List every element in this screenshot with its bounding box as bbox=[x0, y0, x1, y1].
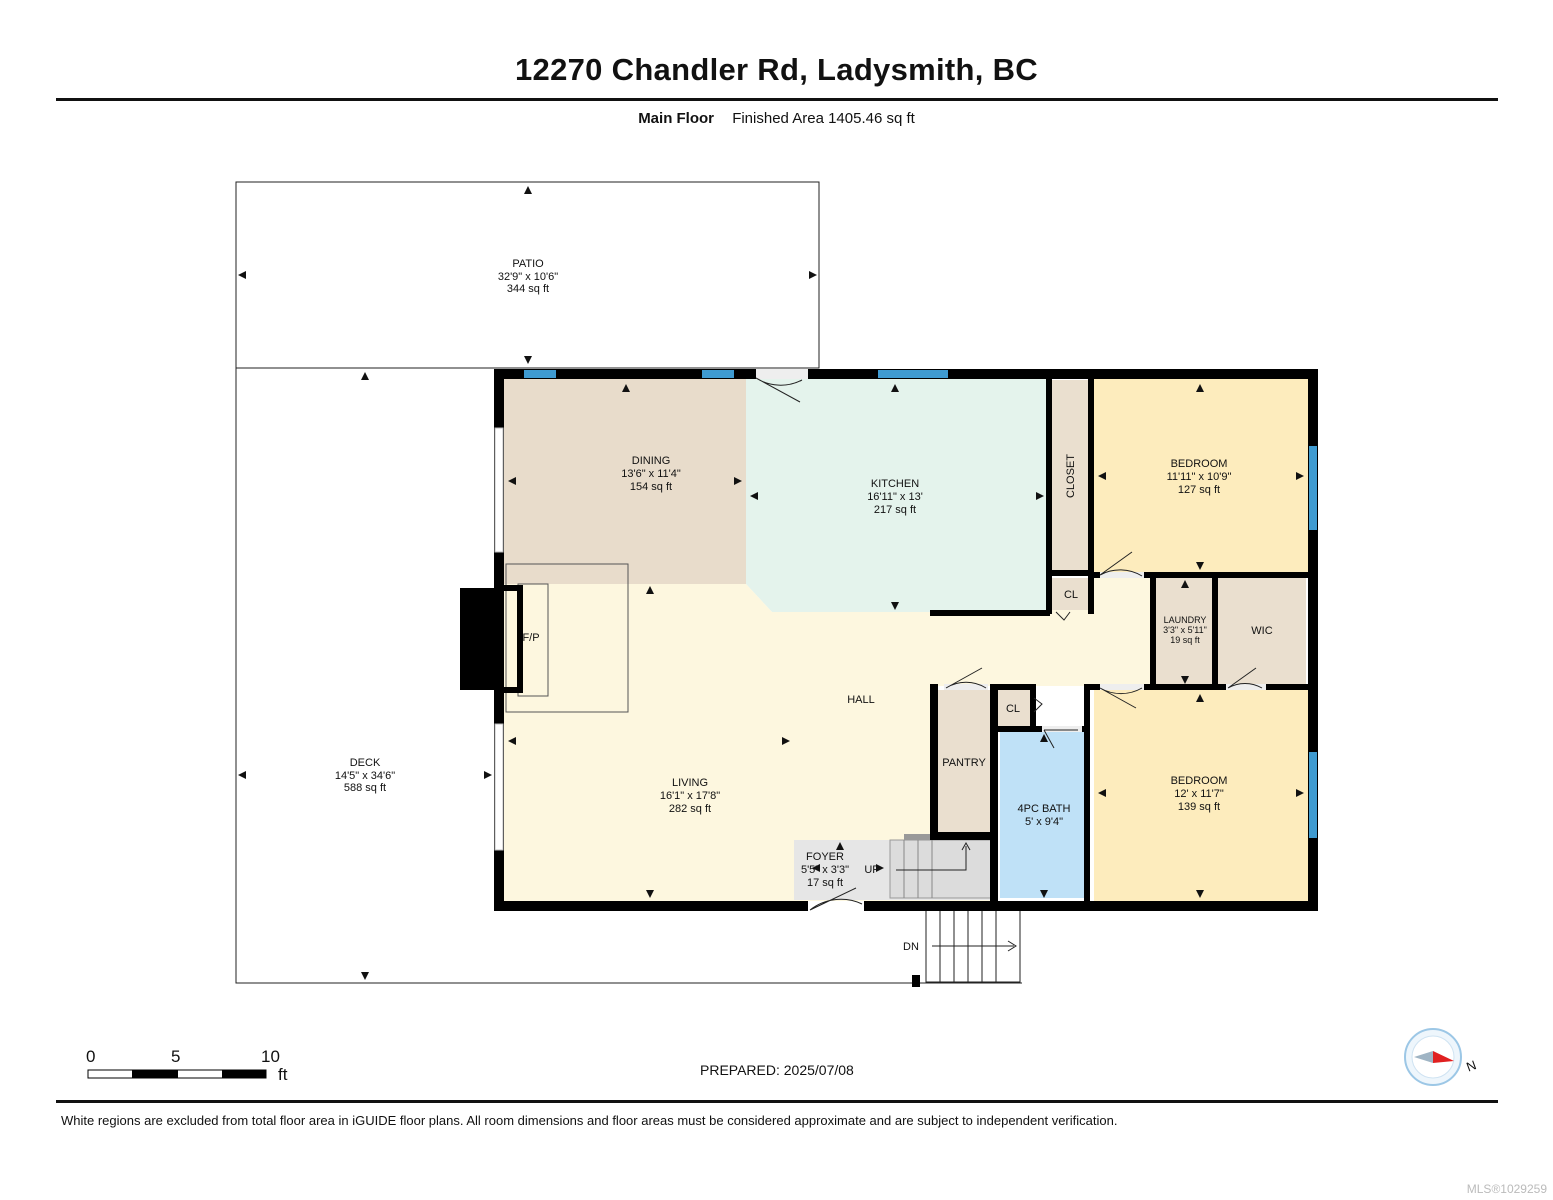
bath-room bbox=[1000, 730, 1088, 898]
scale-tick-5: 5 bbox=[171, 1047, 181, 1066]
prepared-date: PREPARED: 2025/07/08 bbox=[700, 1062, 854, 1078]
scale-tick-0: 0 bbox=[86, 1047, 96, 1066]
floor-summary: Main Floor Finished Area 1405.46 sq ft bbox=[0, 110, 1553, 127]
fireplace-chimney bbox=[460, 588, 500, 690]
living-hall-area bbox=[500, 576, 1150, 904]
hall-label: HALL bbox=[847, 694, 875, 706]
wic-label: WIC bbox=[1251, 625, 1272, 637]
bedroom-2-room bbox=[1094, 690, 1308, 902]
mls-number: MLS®1029259 bbox=[1466, 1182, 1547, 1196]
patio-area-text: 344 sq ft bbox=[507, 283, 549, 295]
title-divider bbox=[56, 98, 1498, 101]
bath-dims: 5' x 9'4" bbox=[1025, 816, 1063, 828]
dining-dims: 13'6" x 11'4" bbox=[621, 468, 681, 480]
laundry-label: LAUNDRY bbox=[1164, 615, 1207, 625]
bedroom-1-area: 127 sq ft bbox=[1178, 484, 1220, 496]
bath-label: 4PC BATH bbox=[1018, 803, 1071, 815]
laundry-area: 19 sq ft bbox=[1170, 635, 1200, 645]
kitchen-dims: 16'11" x 13' bbox=[867, 491, 923, 503]
scale-tick-10: 10 bbox=[261, 1047, 280, 1066]
pantry-room bbox=[938, 690, 990, 834]
dining-room bbox=[500, 378, 746, 584]
kitchen-room bbox=[746, 378, 1048, 612]
living-label: LIVING bbox=[672, 777, 708, 789]
windows bbox=[524, 370, 1317, 838]
kitchen-area-text: 217 sq ft bbox=[874, 504, 916, 516]
deck-label: DECK bbox=[350, 757, 381, 769]
floor-name: Main Floor bbox=[638, 110, 715, 127]
page-title: 12270 Chandler Rd, Ladysmith, BC bbox=[515, 52, 1038, 87]
floor-area: Finished Area 1405.46 sq ft bbox=[732, 110, 915, 127]
patio-area bbox=[235, 181, 820, 369]
foyer-dims: 5'5" x 3'3" bbox=[801, 864, 849, 876]
cl-2-label: CL bbox=[1006, 703, 1020, 715]
cl-1-label: CL bbox=[1064, 589, 1078, 601]
bedroom-1-dims: 11'11" x 10'9" bbox=[1167, 471, 1232, 483]
fireplace-hearth bbox=[505, 563, 629, 713]
bedroom-2-label: BEDROOM bbox=[1171, 775, 1228, 787]
bedroom-2-dims: 12' x 11'7" bbox=[1174, 788, 1224, 800]
fireplace-label: F/P bbox=[522, 632, 539, 644]
cl-2-room bbox=[998, 690, 1032, 728]
bedroom-1-room bbox=[1094, 378, 1308, 572]
compass-icon bbox=[1404, 1028, 1462, 1086]
living-area-text: 282 sq ft bbox=[669, 803, 711, 815]
kitchen-label: KITCHEN bbox=[871, 478, 919, 490]
bedroom-2-area: 139 sq ft bbox=[1178, 801, 1220, 813]
dimension-ticks bbox=[238, 186, 1304, 980]
compass-label: N bbox=[1464, 1057, 1478, 1074]
interior-stairs bbox=[889, 834, 993, 899]
exterior-stairs bbox=[912, 909, 1021, 987]
dining-area-text: 154 sq ft bbox=[630, 481, 672, 493]
deck-area bbox=[235, 368, 1022, 984]
disclaimer: White regions are excluded from total fl… bbox=[61, 1113, 1118, 1128]
bedroom-1-label: BEDROOM bbox=[1171, 458, 1228, 470]
deck-area-text: 588 sq ft bbox=[344, 782, 386, 794]
patio-dims: 32'9" x 10'6" bbox=[498, 271, 558, 283]
closet-room bbox=[1052, 380, 1088, 570]
scale-bar bbox=[87, 1069, 267, 1079]
pantry-label: PANTRY bbox=[942, 757, 986, 769]
laundry-dims: 3'3" x 5'11" bbox=[1163, 625, 1207, 635]
stairs-up-label: UP bbox=[864, 864, 879, 876]
closet-label: CLOSET bbox=[1065, 454, 1077, 498]
foyer-label: FOYER bbox=[806, 851, 844, 863]
sliding-doors bbox=[494, 427, 504, 851]
scale-unit: ft bbox=[278, 1065, 288, 1084]
stairs-down-label: DN bbox=[903, 941, 919, 953]
cl-1-room bbox=[1052, 578, 1090, 610]
deck-dims: 14'5" x 34'6" bbox=[335, 770, 395, 782]
patio-label: PATIO bbox=[512, 258, 544, 270]
foyer-area: 17 sq ft bbox=[807, 877, 843, 889]
dining-label: DINING bbox=[632, 455, 671, 467]
doors bbox=[755, 369, 1266, 911]
living-dims: 16'1" x 17'8" bbox=[660, 790, 720, 802]
interior-walls bbox=[930, 378, 1310, 904]
wic-room bbox=[1218, 578, 1306, 686]
footer-divider bbox=[56, 1100, 1498, 1103]
laundry-room bbox=[1156, 578, 1214, 686]
